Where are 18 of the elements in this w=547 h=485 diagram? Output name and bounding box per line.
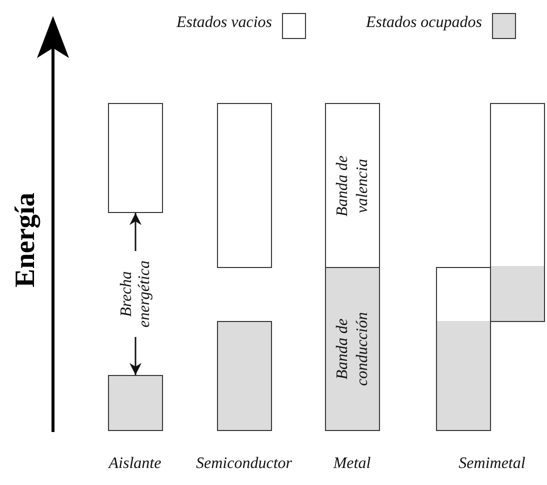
category-label: Semiconductor [196,455,292,473]
category-label: Aislante [108,455,162,473]
band-label: Banda de valencia [332,154,372,218]
edge-label: Brecha energética [118,251,154,337]
band-label: Banda de conducción [332,311,372,388]
energy-band [108,375,163,431]
energy-band [490,103,545,322]
energy-band [325,103,380,268]
category-label: Semimetal [458,455,526,473]
energy-band [217,321,272,431]
energy-band [436,267,491,431]
category-label: Metal [333,455,371,473]
legend-label: Estados vacios [176,14,272,32]
energy-band [217,103,272,268]
axis-label: Energía [10,192,42,288]
legend-label: Estados ocupados [366,14,482,32]
energy-band [325,267,380,431]
energy-band [108,103,163,213]
